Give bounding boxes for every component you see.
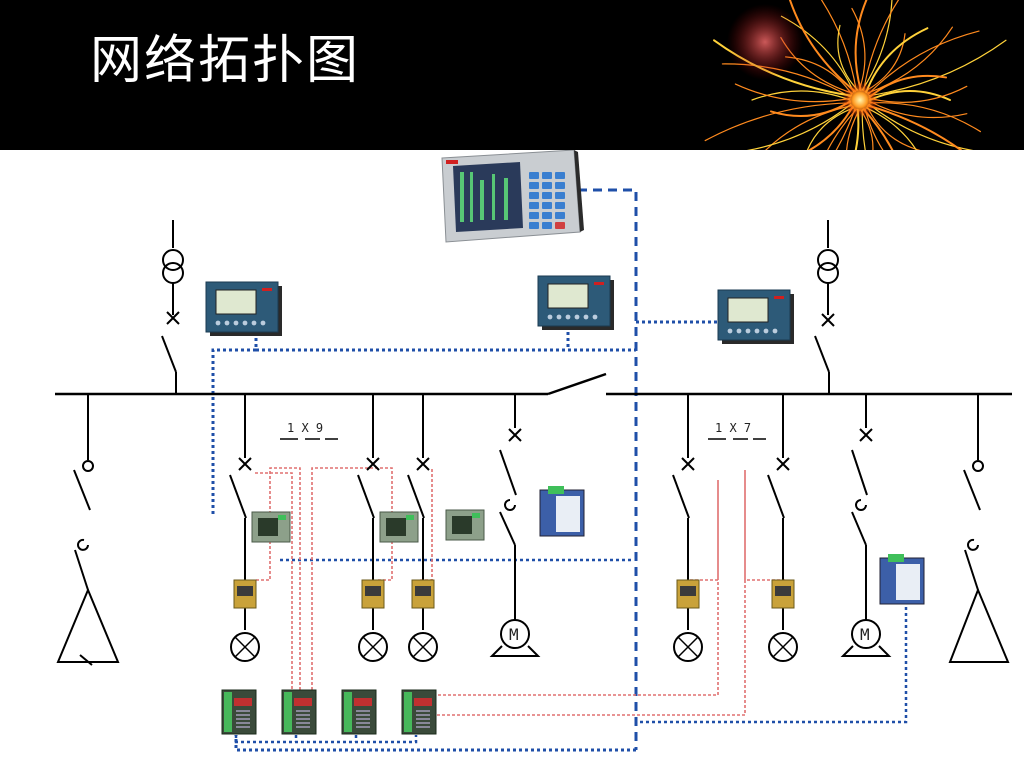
motor-label-left: M — [509, 625, 519, 644]
capacitor-feeder-right — [948, 394, 1010, 663]
slide-title: 网络拓扑图 — [90, 31, 361, 91]
network-wiring — [211, 188, 908, 752]
slide-header: 网络拓扑图 — [0, 0, 1024, 150]
group-label-right: 1 X 7 — [715, 421, 751, 435]
signal-wiring — [255, 467, 785, 716]
io-modules — [221, 486, 925, 735]
motor-feeder-right — [840, 394, 892, 657]
motor-label-right: M — [860, 625, 870, 644]
transformer-left — [161, 220, 184, 394]
group-label-left: 1 X 9 — [287, 421, 323, 435]
motor-feeder-left — [489, 394, 541, 657]
lamp-feeders — [229, 394, 798, 662]
main-busbar — [55, 372, 1012, 396]
transformer-right — [814, 220, 839, 394]
capacitor-feeder-left — [56, 394, 120, 666]
network-topology-diagram: M M 1 X 9 1 X 7 — [55, 150, 1012, 752]
firework-decoration — [704, 0, 1007, 150]
protection-relays — [205, 275, 794, 344]
hmi-panel-device — [441, 150, 584, 243]
